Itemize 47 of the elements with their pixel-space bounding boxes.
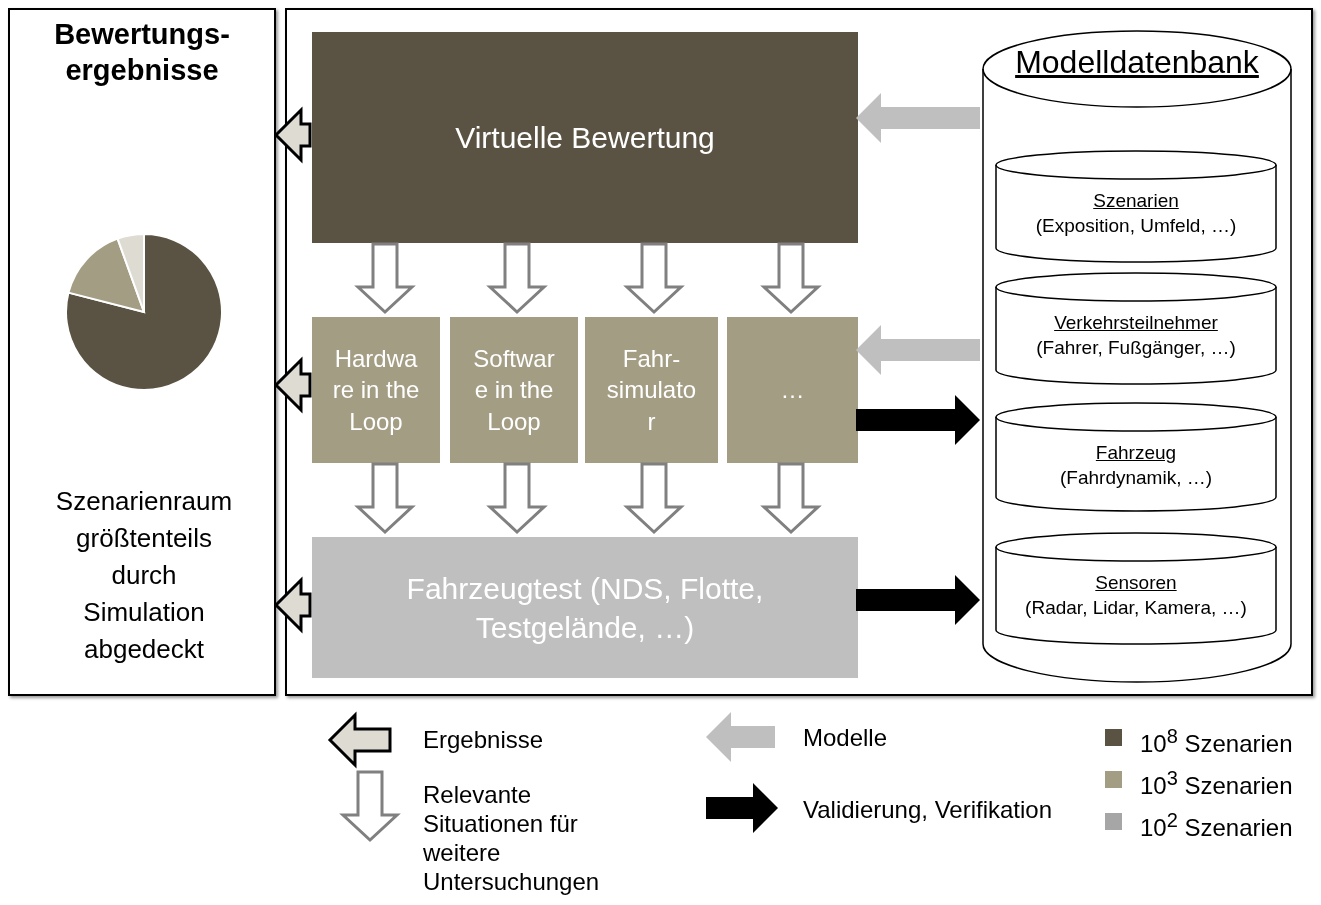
database-detail: (Exposition, Umfeld, …) [1035, 214, 1237, 238]
block-arrow [760, 242, 822, 315]
database-detail: (Fahrdynamik, …) [1060, 466, 1212, 490]
database-title: Verkehrsteilnehmer [1053, 311, 1219, 335]
database-title: Szenarien [1092, 189, 1180, 213]
block-arrow [273, 576, 312, 634]
process-box [727, 317, 858, 463]
box-label: … [780, 375, 805, 406]
legend-label: 10$^{2}$ Szenarien [1140, 808, 1293, 843]
legend-label: Modelle [803, 723, 889, 752]
block-arrow [623, 242, 685, 315]
block-arrow [273, 106, 312, 164]
legend-label: Validierung, Verifikation [803, 795, 1054, 824]
note-text: Szenarienraum größtenteils durch Simulation abgedeckt [54, 485, 234, 666]
block-arrow [760, 462, 822, 535]
box-label: Hardwa re in the Loop [331, 344, 421, 437]
block-arrow [354, 242, 416, 315]
block-arrow [623, 462, 685, 535]
block-arrow [856, 395, 980, 445]
block-arrow [856, 93, 980, 143]
results-panel [8, 8, 276, 696]
database-detail: (Fahrer, Fußgänger, …) [1036, 336, 1236, 360]
process-box [450, 317, 578, 463]
box-label: Virtuelle Bewertung [455, 120, 715, 156]
legend-label: Relevante Situationen für weitere Untersuchungen [423, 780, 601, 896]
legend-label: 10$^{8}$ Szenarien [1140, 724, 1293, 759]
block-arrow [856, 575, 980, 625]
panel-heading: Bewertungs- ergebnisse [53, 17, 231, 88]
database-title: Fahrzeug [1094, 441, 1178, 465]
block-arrow [486, 462, 548, 535]
process-box [312, 32, 858, 243]
database-title: Sensoren [1094, 571, 1178, 595]
process-box [312, 537, 858, 678]
block-arrow [354, 462, 416, 535]
methods-panel [285, 8, 1313, 696]
block-arrow [856, 325, 980, 375]
process-box [312, 317, 440, 463]
block-arrow [486, 242, 548, 315]
block-arrow [273, 356, 312, 414]
legend-label: Ergebnisse [423, 725, 545, 754]
box-label: Softwar e in the Loop [472, 344, 556, 437]
database-detail: (Radar, Lidar, Kamera, …) [1025, 596, 1247, 620]
process-box [585, 317, 718, 463]
legend-label: 10$^{3}$ Szenarien [1140, 766, 1293, 801]
box-label: Fahr- simulato r [605, 344, 698, 437]
box-label: Fahrzeugtest (NDS, Flotte, Testgelände, …) [405, 570, 765, 646]
database-title: Modelldatenbank [1015, 44, 1259, 80]
